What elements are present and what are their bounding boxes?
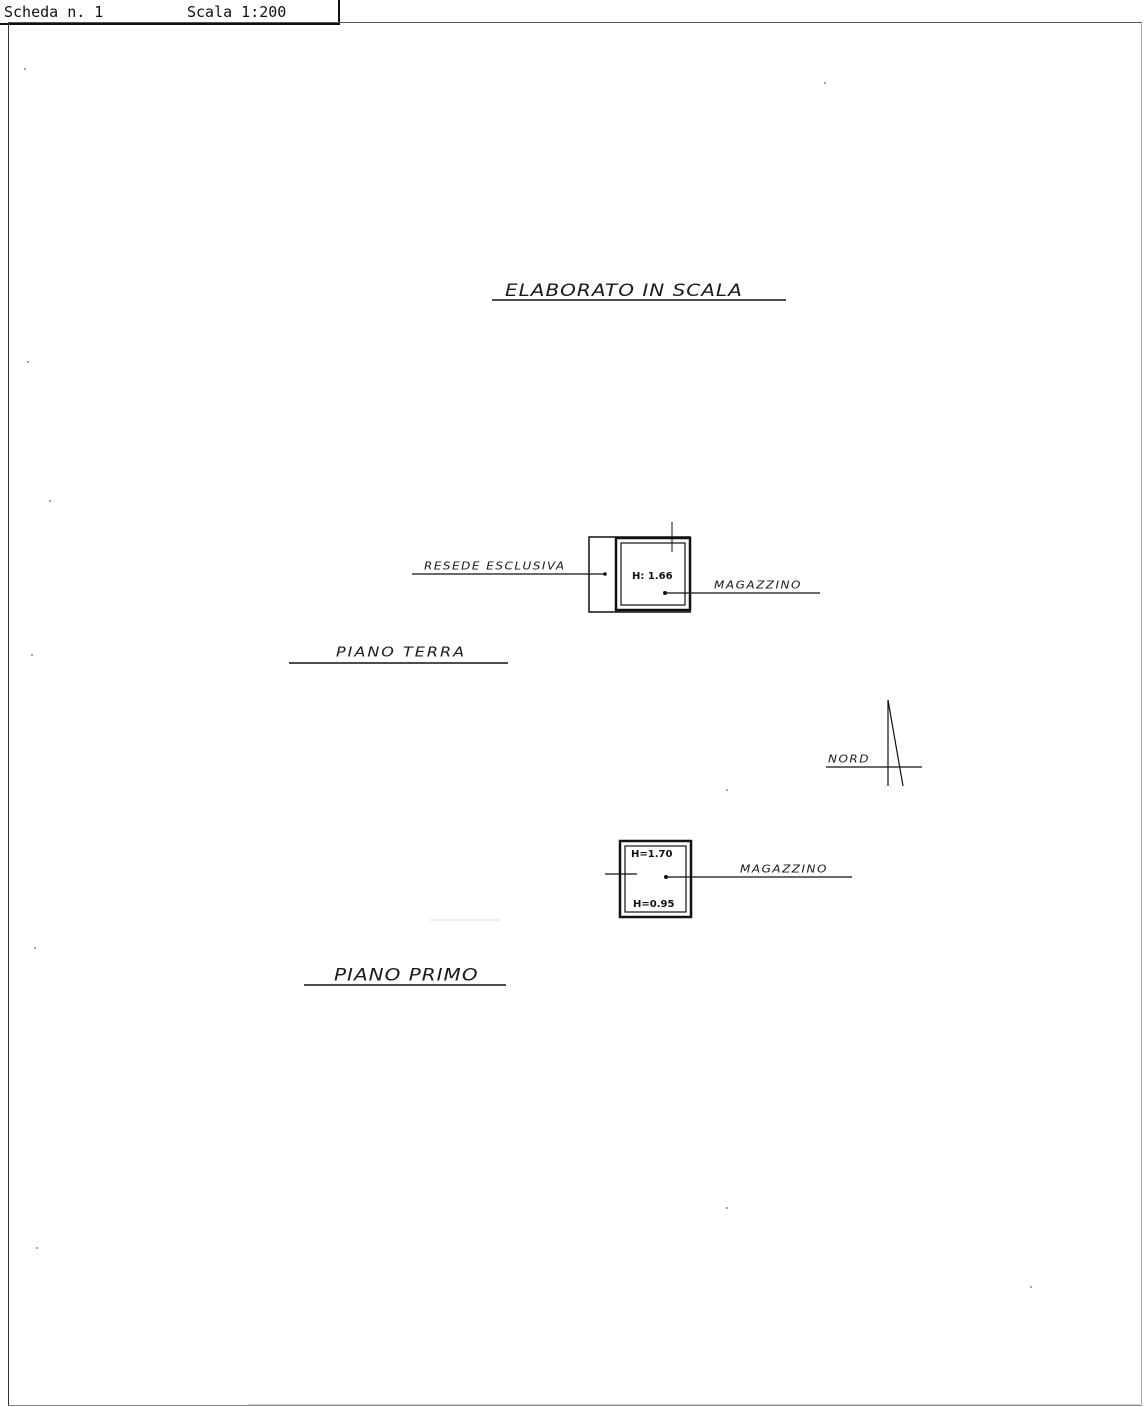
- sheet-header: Scheda n. 1 Scala 1:200: [0, 0, 340, 25]
- scan-speck: [726, 1207, 728, 1209]
- scan-speck: [1030, 1286, 1032, 1288]
- north-label: NORD: [828, 753, 870, 765]
- scan-speck: [49, 500, 51, 502]
- north-tip-line: [887, 699, 904, 787]
- first-floor-room-inner-wall: [624, 845, 687, 913]
- first-floor-plan: [304, 839, 852, 986]
- sheet-number: Scheda n. 1: [4, 3, 104, 21]
- scan-speck: [27, 361, 29, 363]
- scale-label: Scala 1:200: [187, 3, 287, 21]
- scan-speck: [24, 68, 26, 70]
- storage-room-inner-wall: [620, 542, 686, 606]
- storage-room-outer-wall: [614, 536, 692, 612]
- ground-floor-height: H: 1.66: [632, 571, 673, 582]
- first-floor-room-outer-wall: [618, 839, 693, 919]
- ground-floor-room-label: MAGAZZINO: [714, 579, 802, 591]
- first-floor-room-label: MAGAZZINO: [740, 863, 828, 875]
- title-text: ELABORATO IN SCALA: [505, 279, 743, 300]
- courtyard-label: RESEDE ESCLUSIVA: [424, 560, 566, 572]
- first-floor-height-bottom: H=0.95: [633, 899, 675, 910]
- storage-leader-dot: [663, 591, 667, 595]
- north-arrow: [826, 699, 922, 787]
- ground-floor-plan: [289, 522, 820, 664]
- ground-floor-label: PIANO TERRA: [336, 643, 467, 660]
- scan-speck: [31, 654, 33, 656]
- courtyard-leader-dot: [603, 572, 607, 576]
- first-floor-height-top: H=1.70: [631, 849, 673, 860]
- first-floor-label: PIANO PRIMO: [334, 964, 479, 985]
- scan-speck: [36, 1247, 38, 1249]
- scan-speck: [726, 789, 728, 791]
- scan-speck: [824, 82, 826, 84]
- first-floor-leader-dot: [664, 875, 668, 879]
- scan-speck: [34, 947, 36, 949]
